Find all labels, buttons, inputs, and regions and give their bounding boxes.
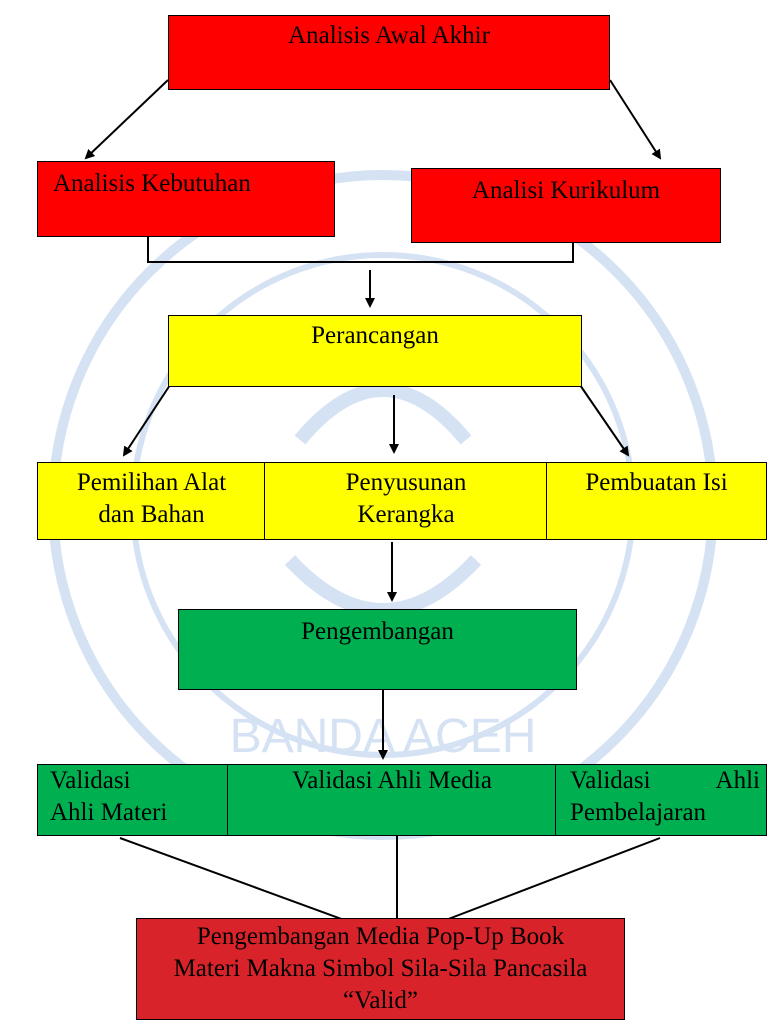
node-pengembangan: Pengembangan (178, 609, 577, 690)
node-analisis-kurikulum: Analisi Kurikulum (411, 168, 721, 243)
arrow-to-kurikulum (609, 79, 662, 160)
node-hasil-pengembangan-media: Pengembangan Media Pop-Up Book Materi Ma… (136, 918, 625, 1020)
node-pembuatan-isi: Pembuatan Isi (546, 462, 767, 540)
node-validasi-ahli-media: Validasi Ahli Media (227, 764, 557, 836)
arrow-to-pembuatan (579, 384, 630, 457)
node-penyusunan-kerangka: Penyusunan Kerangka (264, 462, 548, 540)
node-analisis-kebutuhan: Analisis Kebutuhan (37, 161, 335, 237)
arrow-to-kebutuhan (84, 79, 169, 160)
arrow-to-pemilihan (122, 384, 171, 457)
node-analisis-awal-akhir: Analisis Awal Akhir (168, 15, 610, 90)
node-validasi-ahli-pembelajaran: Validasi Ahli Pembelajaran (555, 764, 767, 836)
bracket-connector (147, 236, 574, 263)
node-validasi-ahli-materi: Validasi Ahli Materi (37, 764, 229, 836)
node-perancangan: Perancangan (168, 315, 582, 387)
node-pemilihan-alat: Pemilihan Alat dan Bahan (37, 462, 266, 540)
